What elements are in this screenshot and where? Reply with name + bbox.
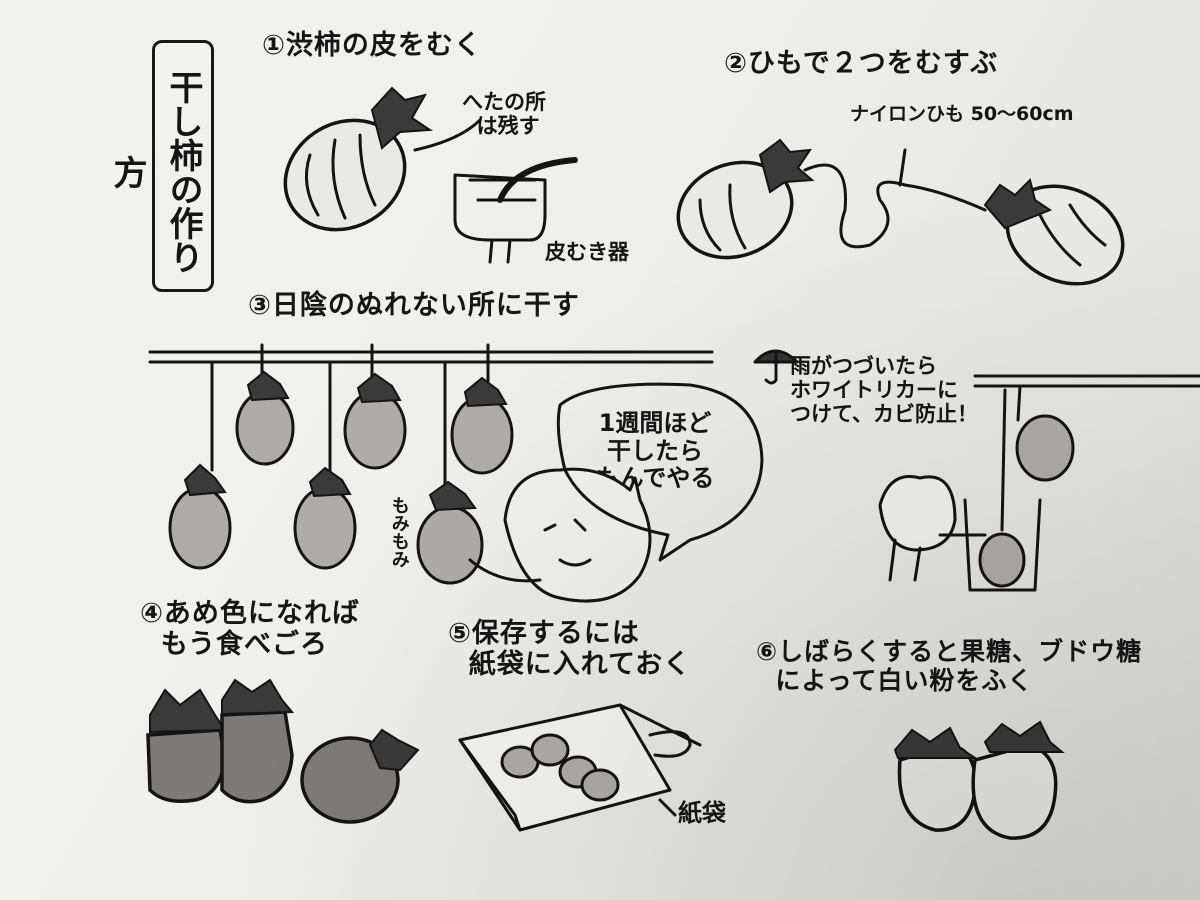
step-1-note-stem: へたの所 は残す: [462, 90, 546, 139]
cat-icon: [468, 467, 652, 603]
drying-pole: [148, 350, 714, 364]
step-3-heading: ③日陰のぬれない所に干す: [248, 290, 580, 321]
step-3-speech-text: 1週間ほど 干したら もんでやる: [595, 409, 715, 493]
drying-pole-right: [973, 374, 1200, 388]
step-2-heading: ②ひもで２つをむすぶ: [724, 48, 999, 79]
title-box: 干し柿の作り方: [107, 40, 214, 292]
speech-bubble: [556, 382, 764, 562]
page-title: 干し柿の作り方: [107, 70, 203, 274]
glass-icon: [963, 384, 1075, 592]
peeler-icon: [453, 157, 578, 264]
cat-icon: [878, 475, 987, 582]
step-6-heading: ⑥しばらくすると果糖、ブドウ糖 によって白い粉をふく: [756, 637, 1143, 695]
umbrella-icon: [753, 349, 799, 385]
persimmon-icon: [283, 86, 434, 232]
hanging-fruits: [168, 343, 514, 585]
step-3-massage-text: もみもみ: [388, 496, 410, 568]
step-5-bag-label: 紙袋: [678, 799, 726, 827]
persimmon-icon: [983, 178, 1125, 286]
step-1-heading: ①渋柿の皮をむく: [262, 30, 482, 61]
persimmon-icon: [146, 678, 420, 824]
step-2-note-string: ナイロンひも 50〜60cm: [850, 103, 1074, 125]
pointer-line: [413, 118, 482, 152]
persimmon-icon: [893, 720, 1065, 840]
pointer-line: [898, 148, 907, 187]
step-5-heading: ⑤保存するには 紙袋に入れておく: [448, 618, 692, 681]
nylon-string: [803, 163, 987, 249]
paper-bag-icon: [458, 703, 702, 832]
persimmon-icon: [676, 138, 815, 260]
step-4-heading: ④あめ色になれば もう食べごろ: [140, 598, 360, 661]
step-1-note-peeler: 皮むき器: [545, 240, 629, 264]
step-3-rain-note: 雨がつづいたら ホワイトリカーに つけて、カビ防止！: [790, 354, 978, 427]
